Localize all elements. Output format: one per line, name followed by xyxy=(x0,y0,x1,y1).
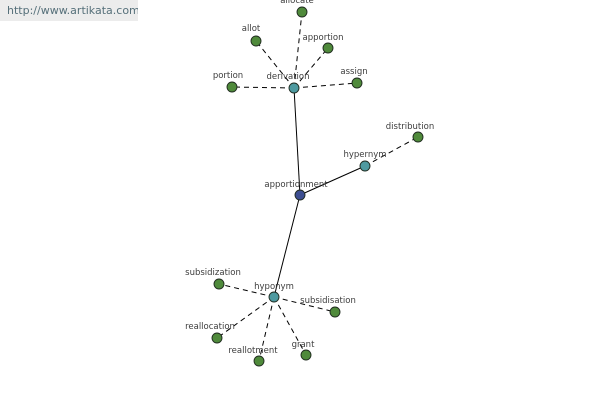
node-allot[interactable] xyxy=(250,35,262,47)
label-apportion[interactable]: apportion xyxy=(303,33,344,43)
edge-hyponym-reallocation xyxy=(216,296,275,339)
edge-derivation-allocate xyxy=(293,11,303,89)
node-subsidization[interactable] xyxy=(213,278,225,290)
edge-layer xyxy=(216,11,419,362)
node-apportionment[interactable] xyxy=(294,189,306,201)
label-subsidization[interactable]: subsidization xyxy=(185,268,241,278)
node-distribution[interactable] xyxy=(412,131,424,143)
edge-apportionment-derivation xyxy=(293,87,301,196)
label-reallotment[interactable]: reallotment xyxy=(228,346,278,356)
node-allocate[interactable] xyxy=(296,6,308,18)
node-layer xyxy=(211,6,424,367)
edge-derivation-apportion xyxy=(293,47,329,89)
label-portion[interactable]: portion xyxy=(213,71,243,81)
edge-apportionment-hyponym xyxy=(273,194,301,298)
edge-hypernym-distribution xyxy=(364,136,419,167)
label-reallocation[interactable]: reallocation xyxy=(185,322,235,332)
node-hypernym[interactable] xyxy=(359,160,371,172)
label-apportionment[interactable]: apportionment xyxy=(264,180,328,190)
site-url-banner[interactable]: http://www.artikata.com xyxy=(0,0,138,21)
node-grant[interactable] xyxy=(300,349,312,361)
node-assign[interactable] xyxy=(351,77,363,89)
node-derivation[interactable] xyxy=(288,82,300,94)
edge-apportionment-hypernym xyxy=(299,165,366,196)
node-portion[interactable] xyxy=(226,81,238,93)
label-allocate[interactable]: allocate xyxy=(280,0,314,6)
label-assign[interactable]: assign xyxy=(340,67,367,77)
label-hypernym[interactable]: hypernym xyxy=(343,150,386,160)
edge-derivation-assign xyxy=(293,82,358,89)
label-grant[interactable]: grant xyxy=(292,340,315,350)
label-layer: apportionment derivation allocate allot appo… xyxy=(185,0,434,356)
node-apportion[interactable] xyxy=(322,42,334,54)
node-subsidisation[interactable] xyxy=(329,306,341,318)
edge-hyponym-subsidisation xyxy=(273,296,336,313)
edge-derivation-portion xyxy=(231,86,295,89)
label-allot[interactable]: allot xyxy=(242,24,261,34)
edge-derivation-allot xyxy=(255,40,295,89)
label-derivation[interactable]: derivation xyxy=(266,72,309,82)
edge-hyponym-grant xyxy=(273,296,307,356)
node-reallotment[interactable] xyxy=(253,355,265,367)
node-reallocation[interactable] xyxy=(211,332,223,344)
edge-hyponym-subsidization xyxy=(218,283,275,298)
label-hyponym[interactable]: hyponym xyxy=(254,282,294,292)
node-hyponym[interactable] xyxy=(268,291,280,303)
label-distribution[interactable]: distribution xyxy=(386,122,434,132)
edge-hyponym-reallotment xyxy=(258,296,275,362)
label-subsidisation[interactable]: subsidisation xyxy=(300,296,356,306)
